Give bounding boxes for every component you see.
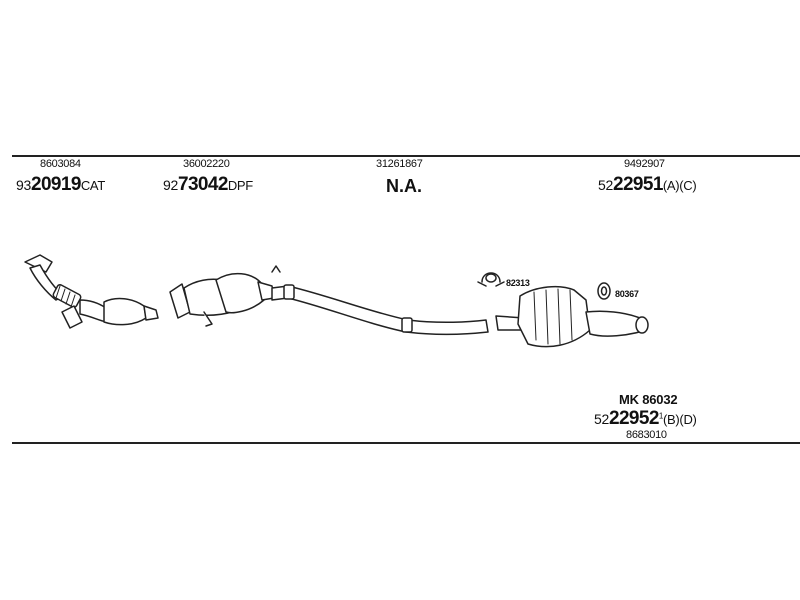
- dpf-part-number: 9273042DPF: [163, 175, 253, 194]
- pipe-joint-front: [283, 284, 295, 300]
- pipe-joint-rear: [401, 317, 413, 333]
- dpf-pn-prefix: 92: [163, 177, 178, 193]
- cat-outlet: [143, 305, 159, 321]
- middle-pipe-ref-number: 31261867: [376, 158, 423, 170]
- flex-bellows: [52, 284, 82, 308]
- muffler-shell: [517, 285, 591, 348]
- mounting-kit-number: MK 86032: [619, 392, 678, 407]
- clamp-callout-number: 82313: [506, 278, 530, 288]
- bottom-divider-line: [12, 442, 800, 444]
- top-divider-line: [12, 155, 800, 157]
- cat-ref-number: 8603084: [40, 158, 81, 170]
- muffler-ribs: [533, 288, 573, 345]
- cat-inlet-cone: [79, 299, 107, 323]
- dpf-pn-main: 73042: [177, 174, 228, 195]
- cat-pn-suffix: CAT: [80, 178, 105, 193]
- kit-pn-prefix: 52: [594, 411, 609, 427]
- cat-pn-prefix: 93: [16, 177, 31, 193]
- middle-pipe-part: [271, 284, 489, 336]
- middle-pipe-part-number: N.A.: [386, 176, 422, 196]
- rear-muffler-ref-number: 9492907: [624, 158, 665, 170]
- rear-muffler-part-number: 5222951(A)(C): [598, 174, 697, 195]
- dpf-sensor: [271, 265, 281, 273]
- rear-pn-suffix: (A)(C): [662, 178, 697, 193]
- rear-pn-prefix: 52: [598, 177, 613, 193]
- clamp-icon: [477, 272, 505, 287]
- rear-kit-ref-number: 8683010: [626, 429, 667, 441]
- cat-body: [103, 297, 147, 326]
- dpf-pn-suffix: DPF: [227, 178, 253, 193]
- kit-pn-main: 22952: [608, 408, 659, 429]
- dpf-bracket: [203, 311, 213, 327]
- dpf-part: [169, 265, 281, 327]
- rubber-ring-icon: [597, 282, 611, 300]
- rear-muffler-part: [495, 285, 649, 348]
- middle-pipe-body: [271, 285, 489, 336]
- tailpipe-outlet: [635, 316, 649, 334]
- bellows-ribs: [55, 285, 76, 308]
- rear-pn-main: 22951: [612, 174, 663, 195]
- cat-pn-main: 20919: [30, 174, 81, 195]
- cat-part-number: 9320919CAT: [16, 175, 105, 194]
- cat-bracket: [61, 305, 83, 329]
- kit-pn-suffix: (B)(D): [662, 412, 697, 427]
- rear-kit-part-number: 52229521(B)(D): [594, 409, 697, 428]
- dpf-ref-number: 36002220: [183, 158, 230, 170]
- catalytic-converter-part: [24, 254, 159, 329]
- ring-callout-number: 80367: [615, 289, 639, 299]
- kit-pn-superscript: 1: [658, 411, 663, 421]
